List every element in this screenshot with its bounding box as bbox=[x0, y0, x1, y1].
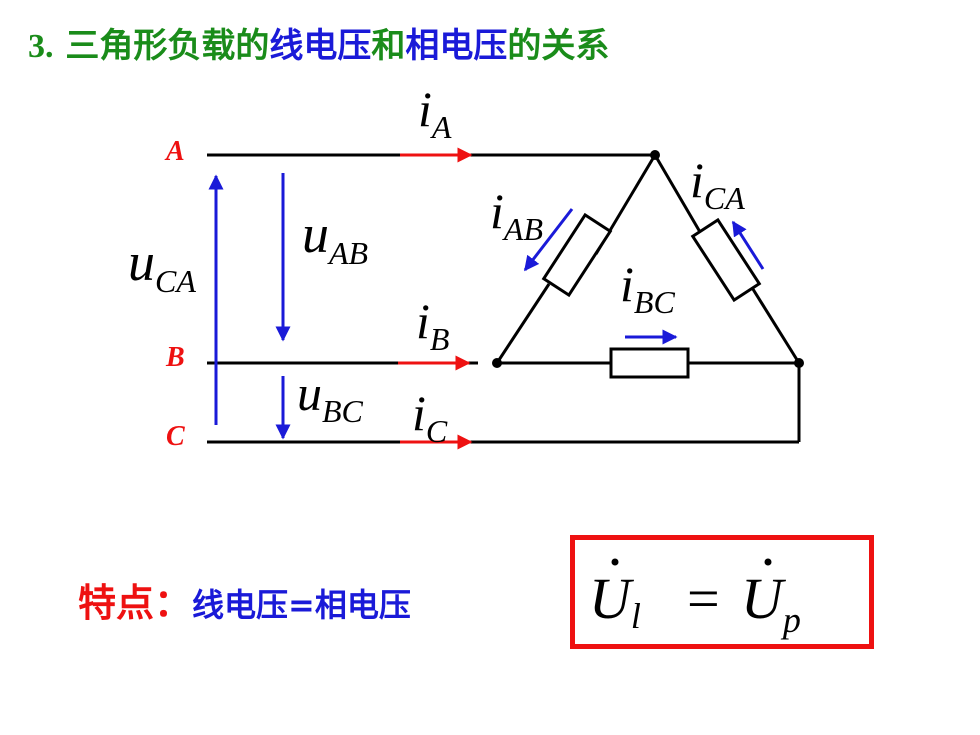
node-c bbox=[794, 358, 804, 368]
label-ubc: uBC bbox=[297, 365, 364, 429]
label-uab: uAB bbox=[302, 204, 368, 271]
formula-left-dot bbox=[611, 558, 619, 566]
arrow-iab bbox=[523, 208, 574, 272]
branch-ab-lower bbox=[495, 283, 551, 364]
load-bc bbox=[609, 347, 690, 379]
formula-equals: = bbox=[687, 566, 720, 631]
branch-ca-lower bbox=[749, 285, 801, 364]
load-ab bbox=[541, 212, 613, 298]
title-part-4: 相电压 bbox=[405, 26, 508, 66]
feature-key: 特点： bbox=[78, 581, 193, 625]
title-number: 3. bbox=[28, 28, 54, 65]
formula-left-symbol: U bbox=[589, 566, 635, 631]
title-part-1: 三角形负载的 bbox=[65, 26, 270, 66]
label-ibc: iBC bbox=[620, 256, 675, 320]
arrow-ica bbox=[731, 220, 765, 270]
load-ca bbox=[690, 217, 762, 303]
page-title: 3. 三角形负载的线电压和相电压的关系 bbox=[28, 18, 609, 67]
node-a bbox=[650, 150, 660, 160]
line-label-c: C bbox=[166, 421, 185, 452]
label-ica: iCA bbox=[690, 152, 745, 216]
branch-ca-upper bbox=[653, 154, 702, 233]
label-ic: iC bbox=[412, 385, 448, 449]
feature-statement: 特点：线电压=相电压 bbox=[78, 572, 411, 627]
label-ib: iB bbox=[416, 293, 449, 357]
formula-right-sub: p bbox=[780, 600, 801, 640]
label-iab: iAB bbox=[490, 183, 543, 247]
title-part-3: 和 bbox=[371, 26, 406, 66]
formula-right-symbol: U bbox=[741, 566, 787, 631]
line-label-a: A bbox=[164, 136, 185, 167]
formula-right-dot bbox=[764, 558, 772, 566]
formula-box: Ul = Up bbox=[570, 535, 874, 649]
label-uca: uCA bbox=[128, 232, 196, 299]
svg-text:Ul: Ul bbox=[589, 566, 641, 636]
label-ia: iA bbox=[418, 81, 452, 145]
title-part-5: 的关系 bbox=[507, 26, 610, 66]
formula-left-sub: l bbox=[631, 596, 641, 636]
node-b bbox=[492, 358, 502, 368]
svg-text:Up: Up bbox=[741, 566, 801, 640]
feature-value: 线电压=相电压 bbox=[192, 586, 411, 624]
title-part-2: 线电压 bbox=[269, 26, 372, 66]
line-label-b: B bbox=[165, 342, 185, 373]
formula: Ul = Up bbox=[589, 558, 801, 640]
